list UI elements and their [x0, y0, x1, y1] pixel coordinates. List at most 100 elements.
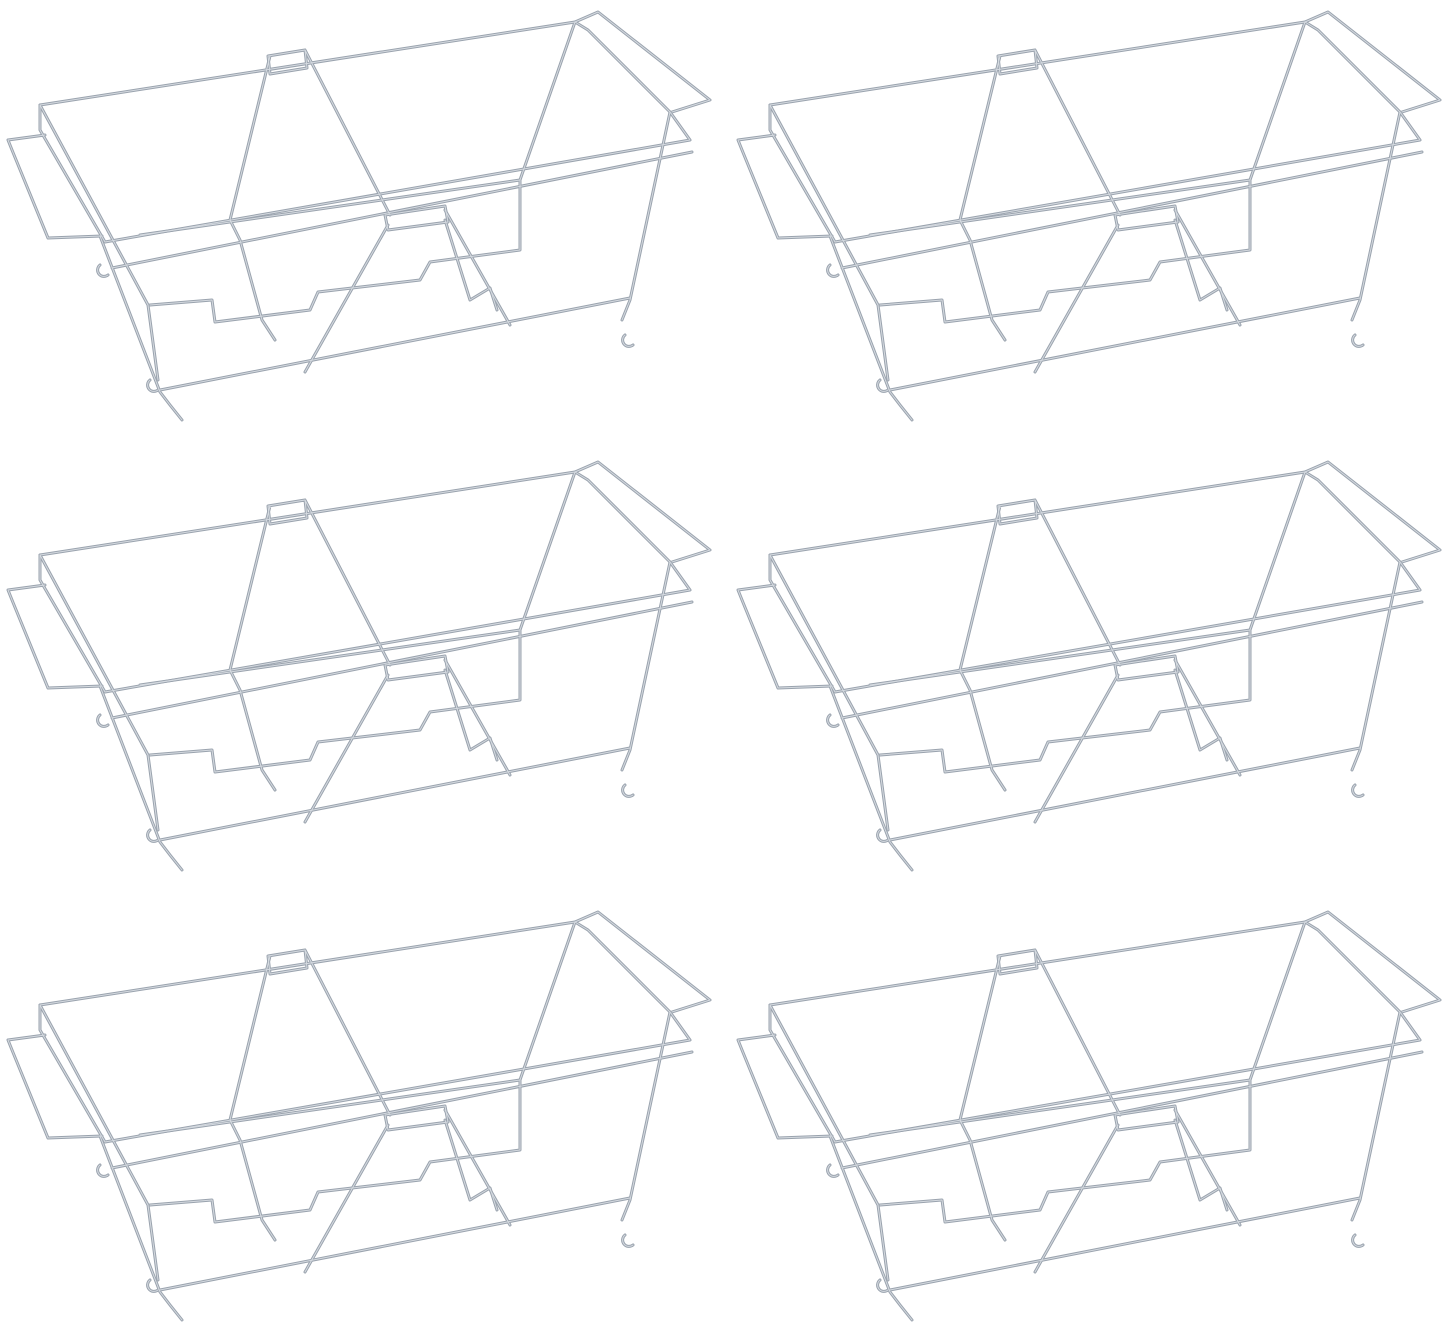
wire-segment [444, 1119, 498, 1211]
wire-segment [1350, 1010, 1402, 1222]
wire-segment [1350, 560, 1402, 772]
wire-segment [827, 1164, 1364, 1292]
wire-segment [1303, 460, 1442, 564]
wire-segment [97, 264, 634, 392]
wire-segment [39, 471, 691, 693]
wire-segment [1303, 910, 1442, 1014]
wire-segment [384, 655, 449, 681]
wire-segment [736, 583, 834, 690]
wire-segment [1351, 561, 1401, 771]
wire-segment [1350, 110, 1402, 322]
wire-segment [228, 948, 392, 1122]
wire-segment [519, 471, 576, 631]
wire-segment [737, 134, 833, 239]
wire-segment [959, 669, 1006, 791]
wire-segment [97, 714, 634, 842]
wire-segment [869, 629, 1251, 686]
wire-segment [959, 219, 1006, 341]
wire-segment [958, 948, 1122, 1122]
wire-rack [6, 910, 712, 1322]
wire-segment [7, 1034, 103, 1139]
wire-segment [149, 1079, 521, 1223]
wire-segment [959, 49, 1121, 221]
wire-segment [1304, 911, 1441, 1013]
wire-segment [1249, 921, 1306, 1081]
wire-segment [384, 205, 449, 231]
wire-segment [769, 104, 889, 381]
wire-segment [829, 685, 913, 871]
wire-segment [769, 1004, 889, 1281]
wire-segment [304, 1109, 511, 1273]
wire-segment [1174, 669, 1228, 761]
wire-segment [769, 554, 889, 831]
wire-segment [7, 584, 103, 689]
wire-segment [1173, 1118, 1229, 1212]
wire-segment [841, 601, 1423, 719]
wire-segment [228, 498, 392, 672]
wire-segment [39, 104, 159, 381]
wire-segment [574, 461, 711, 563]
wire-segment [1304, 461, 1441, 563]
wire-segment [1114, 655, 1179, 681]
wire-segment [574, 911, 711, 1013]
wire-segment [1034, 209, 1241, 373]
wire-segment [1114, 1105, 1179, 1131]
wire-segment [737, 1034, 833, 1139]
wire-segment [889, 747, 1361, 841]
wire-rack [6, 10, 712, 422]
wire-segment [958, 498, 1122, 672]
wire-segment [1174, 219, 1228, 311]
wire-segment [959, 1119, 1006, 1241]
wire-segment [621, 561, 671, 771]
wire-segment [519, 21, 576, 181]
wire-segment [384, 1105, 449, 1131]
wire-segment [889, 1197, 1361, 1291]
wire-segment [99, 235, 183, 421]
wire-segment [573, 460, 712, 564]
wire-segment [769, 471, 1421, 693]
wire-segment [443, 1118, 499, 1212]
wire-segment [159, 1197, 631, 1291]
wire-segment [869, 1079, 1251, 1136]
wire-segment [304, 659, 511, 823]
wire-rack [736, 910, 1442, 1322]
wire-segment [39, 921, 691, 1143]
wire-segment [829, 235, 913, 421]
wire-segment [620, 110, 672, 322]
wire-segment [869, 179, 1251, 236]
wire-segment [826, 263, 1365, 393]
wire-segment [621, 1011, 671, 1221]
wire-segment [737, 584, 833, 689]
wire-segment [620, 1010, 672, 1222]
wire-segment [959, 949, 1121, 1121]
wire-segment [621, 111, 671, 321]
wire-segment [573, 10, 712, 114]
wire-segment [96, 1163, 635, 1293]
wire-segment [6, 583, 104, 690]
wire-segment [574, 11, 711, 113]
wire-segment [1351, 111, 1401, 321]
wire-segment [39, 21, 691, 243]
wire-segment [1304, 11, 1441, 113]
wire-segment [959, 499, 1121, 671]
wire-segment [889, 297, 1361, 391]
wire-segment [99, 685, 183, 871]
wire-segment [829, 1135, 913, 1321]
wire-segment [827, 714, 1364, 842]
wire-segment [1173, 668, 1229, 762]
wire-segment [826, 1163, 1365, 1293]
wire-segment [96, 263, 635, 393]
wire-segment [96, 713, 635, 843]
wire-segment [6, 133, 104, 240]
wire-segment [1174, 1119, 1228, 1211]
wire-segment [620, 560, 672, 772]
wire-segment [159, 297, 631, 391]
wire-segment [99, 1135, 183, 1321]
wire-segment [827, 264, 1364, 392]
wire-segment [149, 179, 521, 323]
wire-segment [736, 133, 834, 240]
wire-segment [736, 1033, 834, 1140]
wire-segment [879, 629, 1251, 773]
wire-segment [111, 151, 693, 269]
